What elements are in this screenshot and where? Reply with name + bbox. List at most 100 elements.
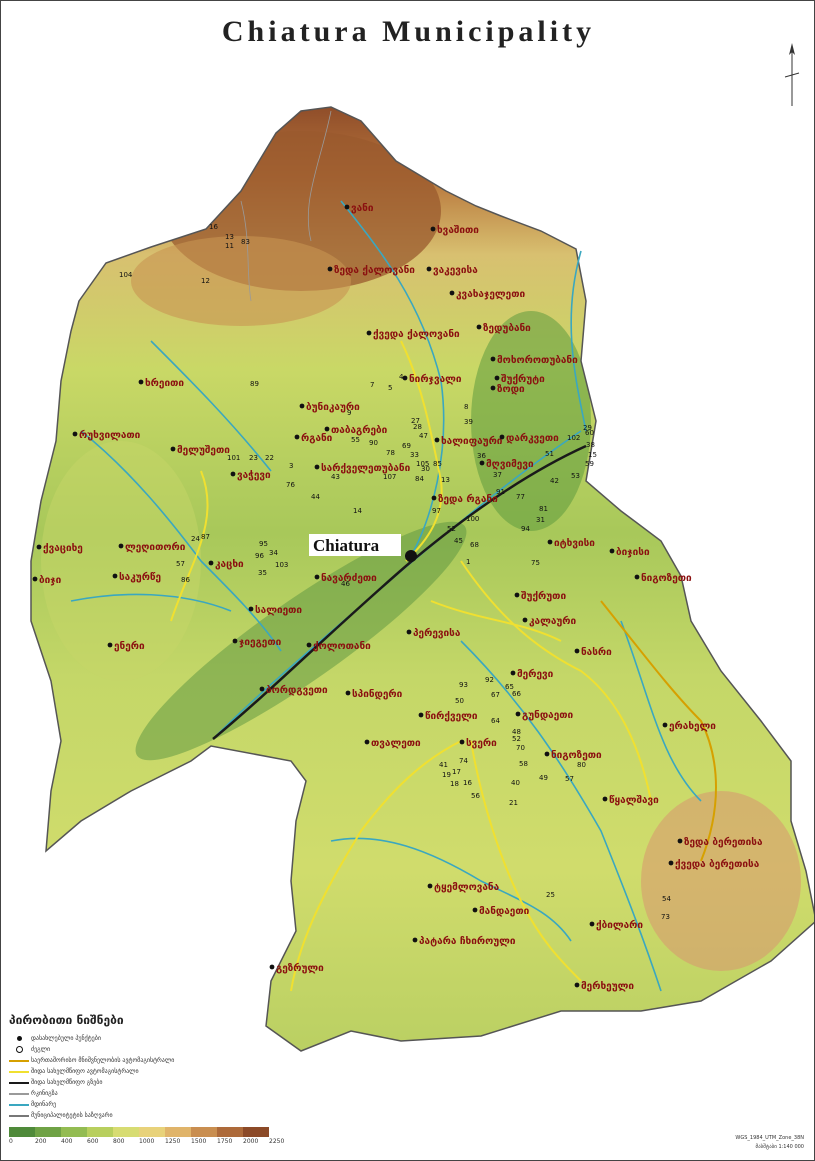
place-label[interactable]: ქბილარი xyxy=(596,919,643,931)
settlement-dot[interactable] xyxy=(248,606,254,612)
settlement-dot[interactable] xyxy=(574,648,580,654)
place-label[interactable]: ერახელი xyxy=(669,720,716,732)
place-label[interactable]: ქვედა ქალოვანი xyxy=(373,328,460,340)
place-label[interactable]: სვერი xyxy=(466,737,497,749)
place-label[interactable]: დარკვეთი xyxy=(506,432,559,444)
place-label[interactable]: ზოდი xyxy=(497,383,525,395)
settlement-dot[interactable] xyxy=(515,711,521,717)
place-label[interactable]: ნავარძეთი xyxy=(321,572,377,584)
settlement-dot[interactable] xyxy=(431,495,437,501)
place-label[interactable]: მელუშეთი xyxy=(177,444,230,456)
place-label[interactable]: მერევი xyxy=(517,668,554,680)
settlement-dot[interactable] xyxy=(574,982,580,988)
chiatura-city-marker[interactable] xyxy=(405,550,417,562)
place-label[interactable]: ქვედა ბერეთისა xyxy=(675,858,760,870)
place-label[interactable]: შუქრუთი xyxy=(521,590,566,602)
place-label[interactable]: წყალშავი xyxy=(609,794,659,806)
settlement-dot[interactable] xyxy=(306,642,312,648)
place-label[interactable]: ზედუბანი xyxy=(483,322,531,334)
settlement-dot[interactable] xyxy=(494,375,500,381)
settlement-dot[interactable] xyxy=(406,629,412,635)
settlement-dot[interactable] xyxy=(138,379,144,385)
place-label[interactable]: ბიჯისი xyxy=(616,546,650,558)
settlement-dot[interactable] xyxy=(476,324,482,330)
place-label[interactable]: კვახაჯელეთი xyxy=(456,288,525,300)
settlement-dot[interactable] xyxy=(668,860,674,866)
settlement-dot[interactable] xyxy=(366,330,372,336)
settlement-dot[interactable] xyxy=(107,642,113,648)
settlement-dot[interactable] xyxy=(418,712,424,718)
settlement-dot[interactable] xyxy=(522,617,528,623)
settlement-dot[interactable] xyxy=(490,356,496,362)
settlement-dot[interactable] xyxy=(589,921,595,927)
settlement-dot[interactable] xyxy=(412,937,418,943)
settlement-dot[interactable] xyxy=(426,266,432,272)
settlement-dot[interactable] xyxy=(344,204,350,210)
settlement-dot[interactable] xyxy=(609,548,615,554)
settlement-dot[interactable] xyxy=(602,796,608,802)
place-label[interactable]: სალიეთი xyxy=(255,604,302,616)
place-label[interactable]: ჯიეგეთი xyxy=(239,637,282,648)
settlement-dot[interactable] xyxy=(345,690,351,696)
place-label[interactable]: იტხვისი xyxy=(554,537,595,549)
place-label[interactable]: ბუნიკაური xyxy=(306,401,360,413)
place-label[interactable]: ქვაციხე xyxy=(43,542,83,554)
place-label[interactable]: თვალეთი xyxy=(371,738,421,749)
place-label[interactable]: ქოლოთანი xyxy=(313,640,371,652)
place-label[interactable]: ხალიფაური xyxy=(441,435,503,447)
place-label[interactable]: ბორდგვეთი xyxy=(266,684,328,696)
place-label[interactable]: ვაკევისა xyxy=(433,264,478,276)
place-label[interactable]: ხვაშითი xyxy=(437,224,479,236)
place-label[interactable]: მერხეული xyxy=(581,980,634,992)
settlement-dot[interactable] xyxy=(510,670,516,676)
settlement-dot[interactable] xyxy=(662,722,668,728)
settlement-dot[interactable] xyxy=(208,560,214,566)
settlement-dot[interactable] xyxy=(514,592,520,598)
settlement-dot[interactable] xyxy=(459,739,465,745)
place-label[interactable]: თაბაგრები xyxy=(331,424,388,436)
settlement-dot[interactable] xyxy=(72,431,78,437)
place-label[interactable]: გეზრული xyxy=(276,962,324,974)
settlement-dot[interactable] xyxy=(314,464,320,470)
settlement-dot[interactable] xyxy=(434,437,440,443)
settlement-dot[interactable] xyxy=(324,426,330,432)
settlement-dot[interactable] xyxy=(299,403,305,409)
place-label[interactable]: ვაჭევი xyxy=(237,469,271,481)
settlement-dot[interactable] xyxy=(499,434,505,440)
place-label[interactable]: პატარა ჩხიროული xyxy=(419,935,516,947)
settlement-dot[interactable] xyxy=(269,964,275,970)
place-label[interactable]: ნასრი xyxy=(581,646,612,658)
settlement-dot[interactable] xyxy=(547,539,553,545)
place-label[interactable]: ტყემლოვანა xyxy=(434,881,500,893)
place-label[interactable]: ვანი xyxy=(351,202,374,214)
place-label[interactable]: მანდაეთი xyxy=(479,905,530,917)
place-label[interactable]: რუხვილათი xyxy=(79,429,141,441)
place-label[interactable]: ბიჯი xyxy=(39,574,62,586)
place-label[interactable]: მღვიმევი xyxy=(486,458,534,470)
place-label[interactable]: მოხოროთუბანი xyxy=(497,354,578,366)
settlement-dot[interactable] xyxy=(479,460,485,466)
place-label[interactable]: ნიგოზეთი xyxy=(641,572,692,584)
settlement-dot[interactable] xyxy=(230,471,236,477)
settlement-dot[interactable] xyxy=(430,226,436,232)
place-label[interactable]: შუქრუტი xyxy=(501,373,545,385)
place-label[interactable]: ზედა ქალოვანი xyxy=(334,264,415,276)
settlement-dot[interactable] xyxy=(314,574,320,580)
place-label[interactable]: რგანი xyxy=(301,432,333,444)
settlement-dot[interactable] xyxy=(544,751,550,757)
place-label[interactable]: ნირჯვალი xyxy=(409,373,462,385)
settlement-dot[interactable] xyxy=(232,638,238,644)
place-label[interactable]: სპინდერი xyxy=(352,688,403,700)
place-label[interactable]: წირქველი xyxy=(425,710,478,722)
place-label[interactable]: ენერი xyxy=(114,640,145,652)
settlement-dot[interactable] xyxy=(427,883,433,889)
place-label[interactable]: ზედა ბერეთისა xyxy=(684,836,763,848)
place-label[interactable]: გუნდაეთი xyxy=(522,709,574,721)
settlement-dot[interactable] xyxy=(490,385,496,391)
place-label[interactable]: სარქველეთუბანი xyxy=(321,462,411,474)
settlement-dot[interactable] xyxy=(32,576,38,582)
settlement-dot[interactable] xyxy=(402,375,408,381)
settlement-dot[interactable] xyxy=(677,838,683,844)
place-label[interactable]: ლეღითორი xyxy=(125,541,186,553)
settlement-dot[interactable] xyxy=(327,266,333,272)
